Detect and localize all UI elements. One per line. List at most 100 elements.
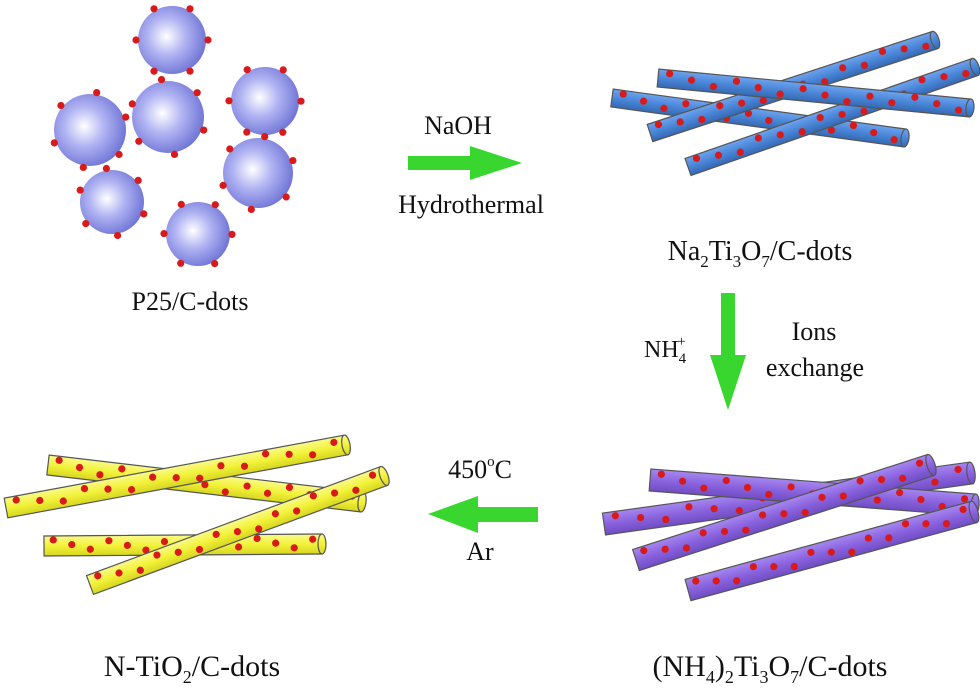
carbon-dot	[661, 545, 669, 553]
carbon-dot	[186, 5, 194, 13]
carbon-dot	[839, 64, 847, 72]
p25-particle	[50, 89, 130, 171]
carbon-dot	[860, 107, 868, 115]
carbon-dot	[279, 128, 287, 136]
carbon-dot	[82, 220, 90, 228]
carbon-dot	[896, 488, 904, 497]
carbon-dot	[712, 577, 720, 585]
carbon-dot	[352, 486, 360, 494]
temperature-label: 450oC	[448, 454, 512, 484]
carbon-dot	[699, 529, 707, 537]
tube-end	[341, 434, 351, 456]
carbon-dot	[226, 145, 234, 153]
carbon-dot	[330, 438, 338, 446]
p25-particle	[160, 200, 236, 268]
carbon-dot	[153, 551, 161, 559]
carbon-dot	[282, 193, 290, 201]
carbon-dot	[710, 505, 718, 513]
carbon-dot	[160, 537, 169, 546]
p25-cdots-label: P25/C-dots	[131, 287, 248, 316]
argon-label: Ar	[466, 537, 494, 566]
carbon-dot	[816, 113, 824, 122]
carbon-dot	[102, 164, 110, 173]
carbon-dot	[915, 459, 924, 467]
carbon-dot	[57, 101, 65, 110]
carbon-dot	[720, 527, 729, 536]
carbon-dot	[931, 478, 939, 486]
carbon-dot	[150, 5, 158, 13]
carbon-dot	[776, 90, 784, 98]
carbon-dot	[170, 150, 179, 158]
carbon-dot	[233, 528, 242, 536]
tube-end	[965, 98, 975, 118]
carbon-dot	[821, 91, 829, 99]
carbon-dot	[247, 205, 255, 213]
p25-particle	[225, 66, 305, 136]
carbon-dot	[221, 488, 229, 496]
carbon-dot	[196, 474, 204, 482]
carbon-dot	[309, 451, 317, 459]
carbon-dot	[75, 463, 84, 472]
carbon-dot	[297, 97, 305, 105]
carbon-dot	[657, 470, 665, 478]
carbon-dot	[759, 96, 767, 105]
carbon-dot	[700, 484, 708, 492]
carbon-dot	[114, 231, 122, 240]
carbon-dot	[212, 530, 220, 538]
carbon-dot	[240, 462, 249, 470]
carbon-dot	[933, 100, 941, 108]
carbon-dot	[149, 473, 157, 481]
carbon-dot	[890, 136, 898, 144]
carbon-dot	[870, 129, 878, 137]
carbon-dot	[666, 70, 674, 78]
carbon-dot	[799, 85, 807, 93]
carbon-dot	[877, 475, 886, 484]
exchange-label: exchange	[766, 353, 864, 382]
nh4-2ti3o7-cdots-label: (NH4)2Ti3O7/C-dots	[653, 650, 888, 687]
carbon-dot	[12, 496, 20, 504]
carbon-dot	[140, 210, 148, 218]
carbon-dot	[201, 481, 209, 489]
carbon-dot	[211, 201, 219, 209]
carbon-dot	[640, 546, 648, 555]
na2ti3o7-cdots-label: Na2Ti3O7/C-dots	[668, 236, 853, 271]
nh4-nanotube	[631, 453, 937, 572]
carbon-dot	[759, 511, 767, 519]
carbon-dot	[744, 109, 753, 117]
p25-particle	[132, 5, 212, 75]
carbon-dot	[954, 106, 963, 114]
carbon-dot	[86, 545, 94, 553]
carbon-dot	[157, 76, 166, 84]
carbon-dot	[901, 520, 910, 528]
carbon-dot	[765, 116, 773, 125]
naoh-label: NaOH	[424, 111, 492, 140]
carbon-dot	[49, 536, 57, 544]
carbon-dot	[770, 563, 778, 571]
carbon-dot	[856, 477, 864, 485]
carbon-dot	[132, 36, 140, 44]
carbon-dot	[285, 483, 294, 492]
ntio2-nanotube	[3, 434, 351, 519]
carbon-dot	[716, 102, 724, 110]
carbon-dot	[172, 474, 180, 482]
carbon-dot	[211, 260, 219, 268]
carbon-dot	[93, 89, 101, 97]
carbon-dot	[263, 489, 272, 497]
carbon-dot	[204, 36, 212, 44]
carbon-dot	[619, 90, 627, 98]
ntio2-nanotube	[85, 465, 390, 596]
carbon-dot	[636, 514, 645, 522]
carbon-dot	[68, 541, 76, 549]
carbon-dot	[118, 465, 126, 473]
carbon-dot	[309, 535, 317, 543]
carbon-dot	[96, 471, 104, 479]
carbon-dot	[272, 539, 280, 547]
carbon-dot	[698, 115, 706, 124]
carbon-dot	[59, 497, 67, 505]
tube-end	[969, 57, 980, 77]
tube-end	[900, 128, 910, 148]
carbon-dot	[790, 562, 798, 571]
carbon-dot	[940, 73, 948, 81]
carbon-dot	[200, 126, 208, 134]
carbon-dot	[55, 456, 63, 464]
